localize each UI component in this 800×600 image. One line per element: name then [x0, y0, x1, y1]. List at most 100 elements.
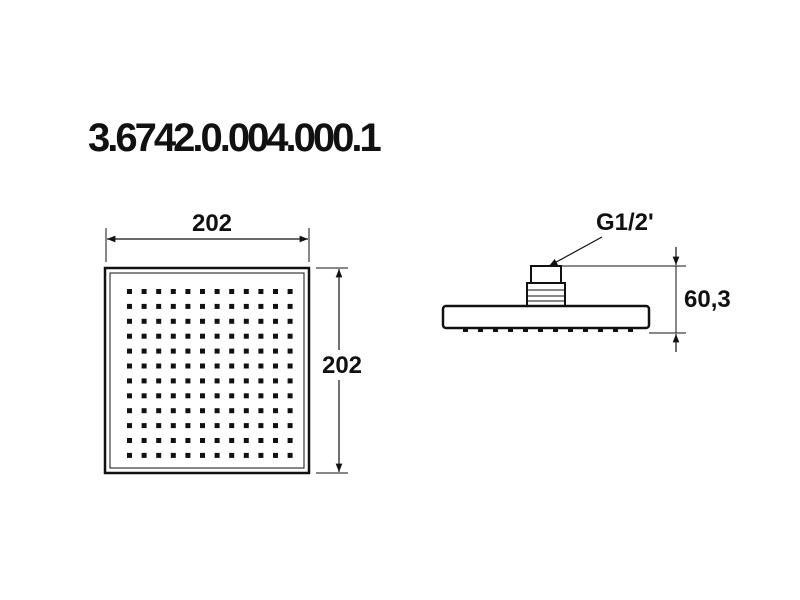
nozzle	[170, 363, 176, 369]
top-view	[103, 266, 311, 475]
nozzle	[185, 318, 191, 324]
depth-dimension: 202	[316, 267, 366, 474]
nozzle	[185, 408, 191, 414]
nozzle	[273, 303, 278, 309]
nozzle	[200, 438, 205, 443]
nozzle	[243, 438, 249, 443]
nozzle	[273, 423, 278, 429]
nozzle	[200, 348, 205, 354]
nozzle	[170, 333, 176, 339]
nozzle	[243, 289, 249, 294]
nozzle	[229, 348, 235, 354]
side-nozzle	[478, 328, 483, 332]
nozzle	[214, 438, 220, 443]
nozzle	[243, 408, 249, 414]
nozzle	[127, 348, 132, 354]
nozzle	[127, 289, 132, 294]
shower-head-inner-outline	[109, 272, 305, 469]
nozzle	[258, 393, 264, 399]
thread-label: G1/2'	[596, 209, 654, 236]
nozzle	[156, 303, 162, 309]
nozzle	[141, 378, 147, 384]
nozzle	[243, 423, 249, 429]
nozzle	[141, 393, 147, 399]
nozzle	[200, 452, 205, 458]
nozzle	[185, 333, 191, 339]
nozzle	[258, 378, 264, 384]
nozzle	[273, 318, 278, 324]
nozzle	[141, 303, 147, 309]
nozzle	[214, 318, 220, 324]
nozzle	[273, 378, 278, 384]
nozzle	[229, 423, 235, 429]
nozzle	[258, 303, 264, 309]
nozzle	[258, 333, 264, 339]
nozzle	[287, 318, 293, 324]
nozzle	[287, 378, 293, 384]
nozzle	[156, 363, 162, 369]
nozzle	[156, 408, 162, 414]
nozzle	[141, 363, 147, 369]
nozzle	[273, 363, 278, 369]
nozzle	[185, 303, 191, 309]
nozzle	[258, 363, 264, 369]
nozzle	[141, 438, 147, 443]
nozzle	[170, 408, 176, 414]
nozzle	[127, 438, 132, 443]
nozzle	[170, 423, 176, 429]
nozzle	[273, 438, 278, 443]
nozzle	[229, 289, 235, 294]
nozzle	[243, 303, 249, 309]
nozzle	[185, 423, 191, 429]
side-nozzle	[538, 328, 543, 332]
nozzle	[127, 303, 132, 309]
nozzle	[287, 438, 293, 443]
nozzle	[287, 348, 293, 354]
nozzle	[258, 348, 264, 354]
nozzle	[156, 452, 162, 458]
nozzle	[200, 393, 205, 399]
side-nozzle	[493, 328, 498, 332]
nozzle	[214, 452, 220, 458]
nozzle	[185, 348, 191, 354]
nozzle	[170, 452, 176, 458]
nozzle	[243, 452, 249, 458]
nozzle	[141, 348, 147, 354]
nozzle	[287, 363, 293, 369]
nozzle	[170, 289, 176, 294]
nozzle	[229, 333, 235, 339]
nozzle	[243, 348, 249, 354]
width-label: 202	[192, 210, 232, 237]
nozzle	[156, 438, 162, 443]
nozzle	[243, 378, 249, 384]
nozzle	[156, 378, 162, 384]
nozzle	[170, 378, 176, 384]
product-code: 3.6742.0.004.000.1	[88, 116, 382, 160]
side-nozzle	[568, 328, 573, 332]
width-dimension: 202	[105, 210, 310, 262]
side-nozzle	[613, 328, 618, 332]
nozzle	[141, 408, 147, 414]
nozzle	[229, 303, 235, 309]
nozzle	[243, 363, 249, 369]
nozzle	[170, 393, 176, 399]
nozzle	[200, 333, 205, 339]
nozzle	[258, 423, 264, 429]
nozzle	[156, 348, 162, 354]
nozzle	[214, 393, 220, 399]
nozzle	[258, 289, 264, 294]
nozzle	[127, 393, 132, 399]
nozzle	[156, 423, 162, 429]
nozzle-grid	[127, 289, 293, 458]
nozzle	[141, 333, 147, 339]
nozzle	[273, 452, 278, 458]
nozzle	[170, 318, 176, 324]
nozzle	[185, 452, 191, 458]
nozzle	[185, 289, 191, 294]
nozzle	[214, 408, 220, 414]
nozzle	[200, 408, 205, 414]
nozzle	[185, 378, 191, 384]
nozzle	[156, 393, 162, 399]
nozzle	[287, 289, 293, 294]
